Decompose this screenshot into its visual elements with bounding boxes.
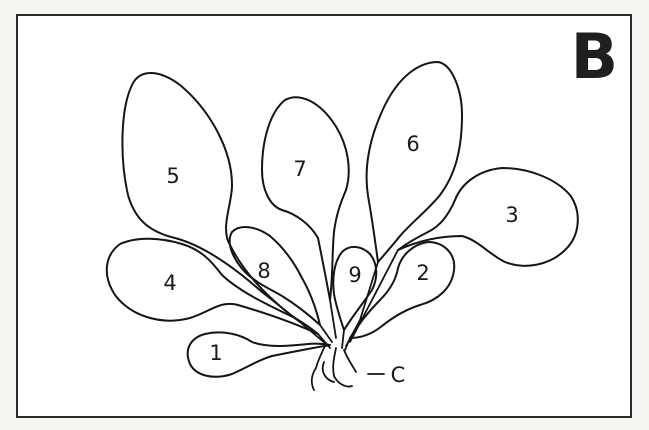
leaf-3-outline xyxy=(398,168,578,266)
leaf-label-3: 3 xyxy=(505,203,518,227)
crown-roots xyxy=(312,344,356,390)
leaf-label-8: 8 xyxy=(257,259,270,283)
leaf-2-outline xyxy=(350,242,454,338)
leaf-label-7: 7 xyxy=(293,157,306,181)
leaf-label-1: 1 xyxy=(209,341,222,365)
leaf-label-5: 5 xyxy=(166,164,179,188)
leaf-7-outline xyxy=(262,97,349,300)
callout-label-c: C xyxy=(391,363,406,387)
leaf-label-9: 9 xyxy=(348,263,361,287)
leaf-label-4: 4 xyxy=(163,271,176,295)
leaf-label-6: 6 xyxy=(406,132,419,156)
leaf-label-2: 2 xyxy=(416,261,429,285)
leaf-6-outline xyxy=(367,62,462,262)
leaf-5-outline xyxy=(122,73,300,322)
